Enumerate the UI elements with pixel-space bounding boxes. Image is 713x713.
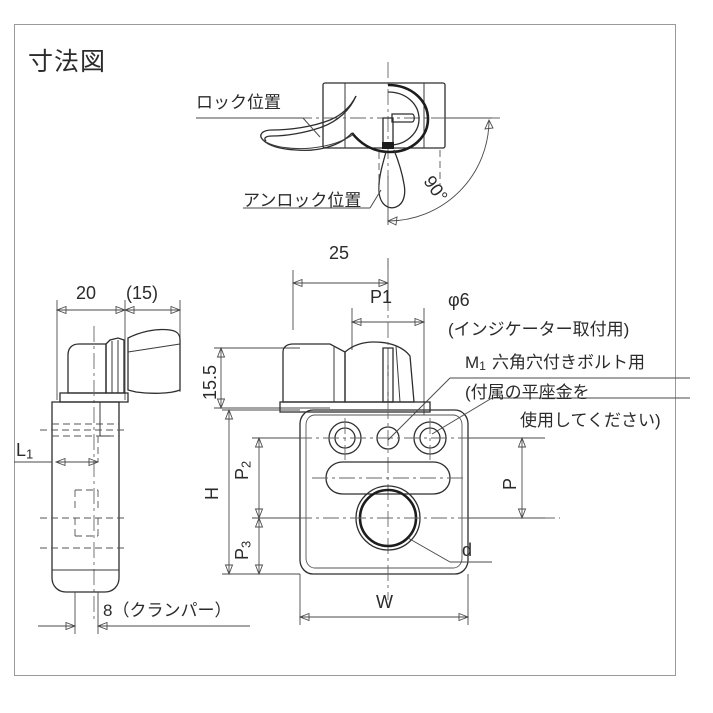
dim-25: 25 — [329, 243, 350, 263]
label-clamper-8: 8（クランパー） — [103, 601, 232, 620]
dim-P1: P1 — [370, 287, 393, 307]
dim-L1-subscript: 1 — [26, 446, 34, 462]
dim-15-paren: (15) — [126, 283, 159, 303]
label-phi6-note: (インジケーター取付用) — [448, 320, 630, 339]
dim-P3-subscript: 3 — [238, 540, 254, 548]
label-washer-note-2: 使用してください) — [520, 411, 661, 430]
bolt-subscript: 1 — [479, 359, 486, 374]
dim-P2-symbol: P — [232, 467, 252, 480]
label-phi6: φ6 — [448, 290, 470, 310]
top-view-lever-assembly — [196, 62, 500, 226]
side-view-assembly — [14, 300, 250, 634]
dim-15-5: 15.5 — [200, 364, 220, 400]
dim-P2-subscript: 2 — [238, 460, 254, 468]
dim-P3: P3 — [232, 541, 253, 560]
dim-P2: P2 — [232, 461, 253, 480]
front-view-assembly — [214, 258, 690, 625]
dim-L1: L1 — [16, 440, 33, 461]
label-unlock-position: アンロック位置 — [243, 191, 362, 210]
dim-H: H — [202, 487, 222, 500]
dim-L1-symbol: L — [16, 440, 27, 460]
dim-W: W — [376, 592, 393, 612]
dim-P3-symbol: P — [232, 547, 252, 560]
dim-d: d — [462, 540, 473, 560]
bolt-symbol: M — [465, 353, 480, 372]
dim-P: P — [500, 477, 520, 490]
bolt-spec-text: 六角穴付きボルト用 — [491, 353, 645, 372]
label-lock-position: ロック位置 — [196, 93, 281, 112]
label-bolt-spec: M1 六角穴付きボルト用 — [465, 348, 645, 373]
page-title: 寸法図 — [28, 48, 107, 76]
dim-20: 20 — [76, 283, 97, 303]
label-washer-note-1: (付属の平座金を — [465, 383, 590, 402]
